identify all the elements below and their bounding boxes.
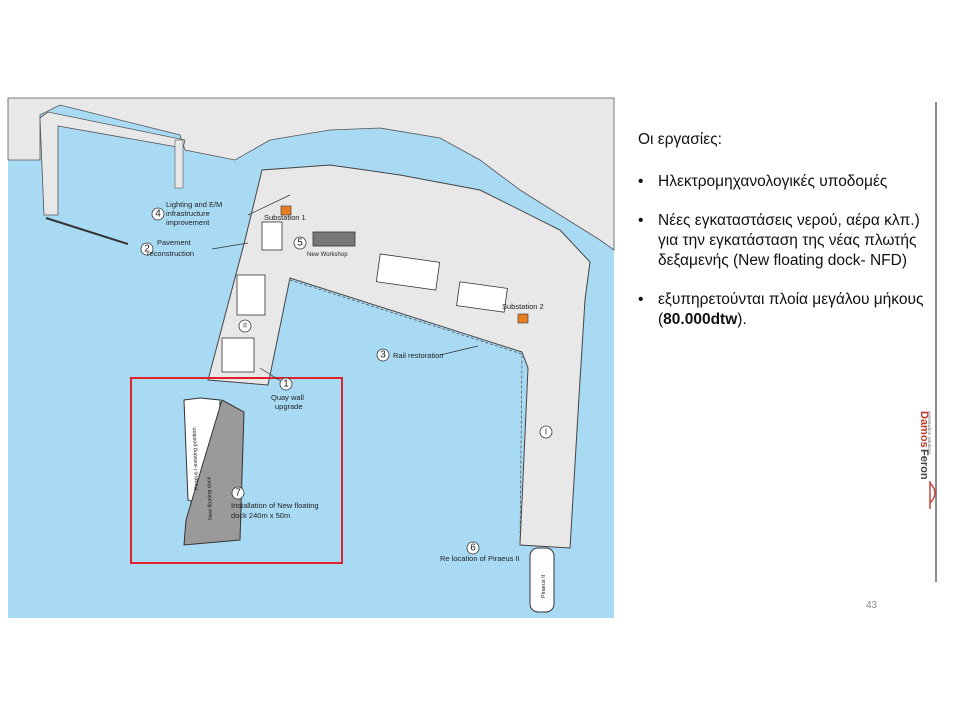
slide-divider-line bbox=[935, 102, 937, 582]
label-3-number: 3 bbox=[380, 350, 386, 361]
label-new-dock-2: dock 240m x 50m bbox=[231, 511, 290, 520]
roman-i-marker: I bbox=[539, 425, 553, 439]
work-description-panel: Οι εργασίες: Ηλεκτρομηχανολογικές υποδομ… bbox=[638, 130, 928, 349]
breakwater-left bbox=[39, 111, 186, 216]
works-bullet-1: Ηλεκτρομηχανολογικές υποδομές bbox=[638, 172, 928, 192]
label-2-number: 2 bbox=[144, 244, 150, 255]
substation-1-marker bbox=[280, 205, 292, 216]
roman-i-text: I bbox=[545, 428, 547, 437]
label-lighting-2: infrastructure bbox=[166, 209, 210, 218]
works-bullet-3-bold: 80.000dtw bbox=[663, 311, 738, 328]
label-quay-1: Quay wall bbox=[271, 393, 304, 402]
label-4-number: 4 bbox=[155, 209, 161, 220]
main-quay bbox=[207, 164, 591, 549]
rail-line bbox=[289, 279, 523, 546]
label-3-circle: 3 bbox=[376, 348, 390, 362]
label-substation-1: Substation 1 bbox=[264, 213, 306, 222]
substation-2-marker bbox=[517, 313, 529, 324]
label-new-workshop: New Workshop bbox=[307, 252, 348, 258]
slide-number: 43 bbox=[866, 600, 878, 611]
label-1-circle: 1 bbox=[279, 377, 293, 391]
leader-quay bbox=[259, 367, 285, 384]
new-dock-highlight-box bbox=[130, 377, 343, 564]
logo-mark bbox=[929, 481, 936, 509]
label-2-circle: 2 bbox=[140, 242, 154, 256]
label-7-circle: 7 bbox=[231, 486, 245, 500]
label-piraeus-i-existing: Piraeus I-existing position bbox=[192, 427, 200, 490]
building-2 bbox=[236, 274, 266, 316]
leader-lighting bbox=[247, 194, 291, 216]
roman-ii-marker: II bbox=[238, 319, 252, 333]
works-bullet-2: Νέες εγκαταστάσεις νερού, αέρα κλπ.) για… bbox=[638, 211, 928, 271]
leader-rail bbox=[439, 345, 479, 356]
label-lighting-1: Lighting and E/M bbox=[166, 200, 222, 209]
building-5 bbox=[456, 281, 508, 313]
label-rail-restoration: Rail restoration bbox=[393, 351, 443, 360]
new-floating-dock bbox=[183, 399, 245, 546]
label-new-dock-1: Installation of New floating bbox=[231, 501, 319, 510]
works-bullet-3-suffix: ). bbox=[737, 311, 747, 328]
leader-pavement bbox=[211, 242, 249, 250]
piraeus-ii-dock bbox=[529, 547, 555, 613]
building-3 bbox=[221, 337, 255, 373]
logo-brand-a: Damos bbox=[918, 411, 930, 448]
label-5-number: 5 bbox=[297, 238, 303, 249]
building-4 bbox=[375, 253, 441, 291]
mooring-line-1 bbox=[45, 217, 129, 245]
label-4-circle: 4 bbox=[151, 207, 165, 221]
label-new-floating-dock: New floating dock bbox=[206, 476, 214, 520]
building-1 bbox=[261, 221, 283, 251]
label-5-circle: 5 bbox=[293, 236, 307, 250]
works-heading: Οι εργασίες: bbox=[638, 131, 722, 148]
works-bullet-3-prefix: εξυπηρετούνται πλοία μεγάλου μήκους ( bbox=[658, 291, 924, 328]
label-piraeus-ii: Piraeus II bbox=[541, 574, 547, 598]
company-logo: Damos Feron construction solutions bbox=[918, 411, 936, 509]
logo-brand-b: Feron bbox=[918, 449, 930, 480]
land-area bbox=[7, 97, 615, 251]
label-pavement-2: reconstruction bbox=[147, 249, 194, 258]
label-pavement-1: Pavement bbox=[157, 238, 192, 247]
logo-tagline: construction solutions bbox=[927, 411, 932, 455]
works-list: Ηλεκτρομηχανολογικές υποδομές Νέες εγκατ… bbox=[638, 172, 928, 330]
label-7-number: 7 bbox=[235, 488, 241, 499]
label-lighting-3: improvement bbox=[166, 218, 210, 227]
label-1-number: 1 bbox=[283, 379, 289, 390]
label-6-circle: 6 bbox=[466, 541, 480, 555]
label-substation-2: Substation 2 bbox=[502, 302, 544, 311]
roman-ii-text: II bbox=[243, 323, 247, 330]
works-bullet-3: εξυπηρετούνται πλοία μεγάλου μήκους (80.… bbox=[638, 290, 928, 330]
quay-stub bbox=[174, 139, 184, 189]
new-workshop-building bbox=[312, 231, 356, 247]
label-6-number: 6 bbox=[470, 543, 476, 554]
label-quay-2: upgrade bbox=[275, 402, 303, 411]
label-relocation: Re location of Piraeus II bbox=[440, 554, 520, 563]
